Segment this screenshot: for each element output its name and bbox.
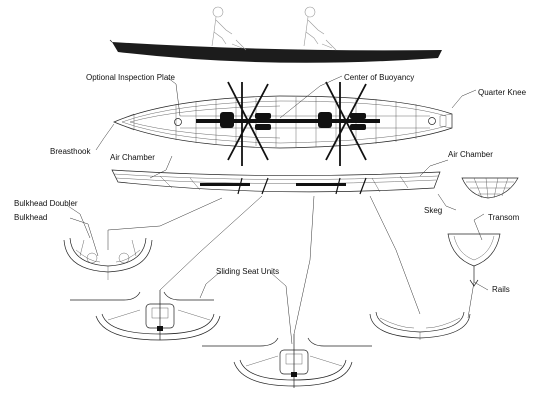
leader-lines (67, 75, 489, 345)
optional-inspection-plate-label: Optional Inspection Plate (86, 73, 175, 82)
bulkhead-doubler-label: Bulkhead Doubler (14, 199, 78, 208)
air-chamber-left-label: Air Chamber (110, 153, 155, 162)
breasthook-label: Breasthook (50, 147, 91, 156)
section-bulkhead (63, 237, 153, 280)
hull-side-profile (109, 39, 442, 63)
section-transom (447, 233, 501, 287)
hull-body-plan (461, 177, 519, 199)
skeg-label: Skeg (424, 206, 442, 215)
hull-side-elevation (111, 169, 441, 195)
rails-label: Rails (492, 285, 510, 294)
hull-plan-view (113, 81, 453, 166)
air-chamber-right-label: Air Chamber (448, 150, 493, 159)
section-rails (369, 311, 471, 340)
rower-figure-front (211, 6, 247, 51)
quarter-knee-label: Quarter Knee (478, 88, 527, 97)
bulkhead-label: Bulkhead (14, 213, 47, 222)
center-of-buoyancy-label: Center of Buoyancy (344, 73, 414, 82)
sliding-seat-units-label: Sliding Seat Units (216, 267, 279, 276)
transom-label: Transom (488, 213, 520, 222)
rower-figure-rear (303, 6, 337, 51)
section-sliding-seat-1 (70, 290, 221, 341)
section-sliding-seat-2 (202, 334, 372, 388)
